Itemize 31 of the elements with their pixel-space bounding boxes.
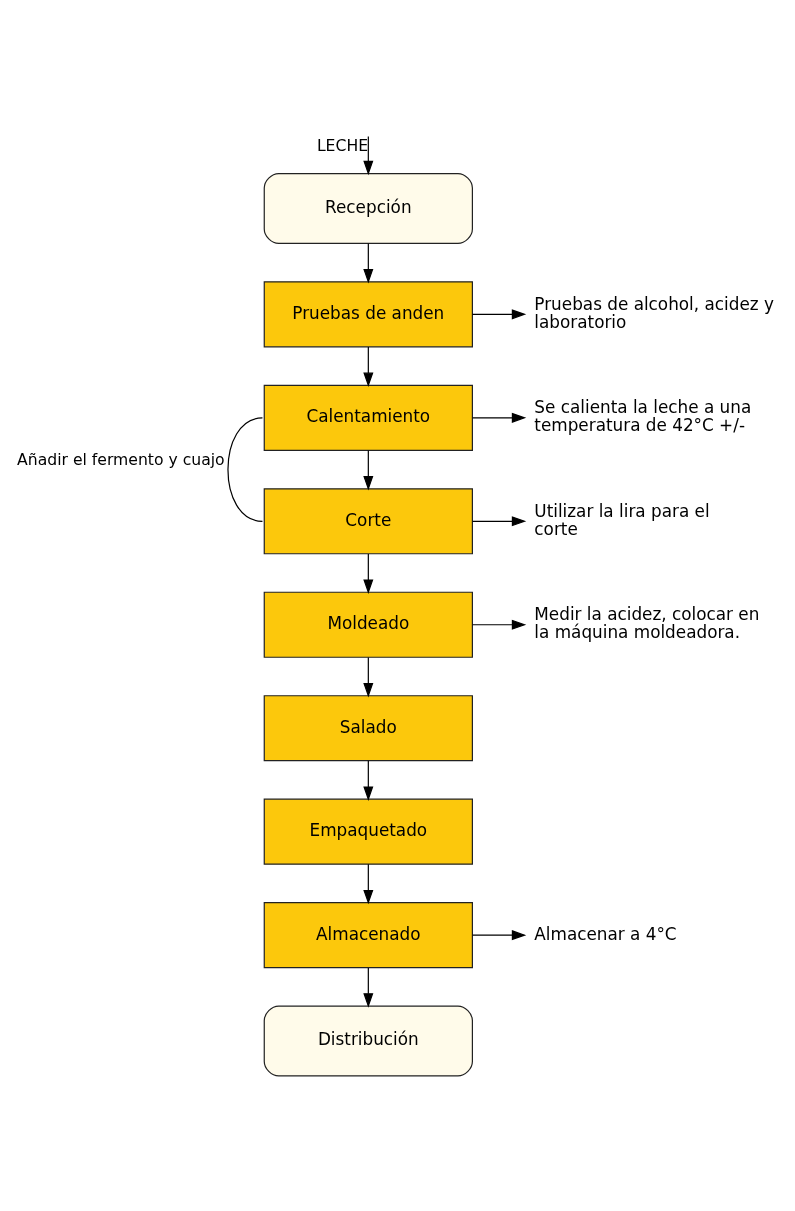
arrow [471, 309, 526, 320]
node-box: Moldeado [263, 591, 473, 658]
node-box: Recepción [263, 173, 473, 244]
arrow [471, 412, 526, 423]
node-box: Pruebas de anden [263, 281, 473, 348]
arrow [362, 135, 373, 176]
arrow [362, 346, 373, 388]
node-box: Corte [263, 488, 473, 555]
node-text: Medir la acidez, colocar en la máquina moldeadora. [533, 604, 759, 643]
arrow [362, 242, 373, 284]
node-text: Pruebas de alcohol, acidez y laboratorio [533, 293, 774, 332]
node-text: Se calienta la leche a una temperatura de 42°C +/- [533, 397, 751, 436]
node-box: Calentamiento [263, 384, 473, 451]
edge-label: Añadir el fermento y cuajo [16, 450, 225, 470]
arrow [362, 553, 373, 594]
arrow [362, 760, 373, 801]
node-box: Distribución [263, 1005, 473, 1077]
node-text: Utilizar la lira para el corte [533, 500, 710, 539]
arrow [471, 930, 526, 941]
node-box: Almacenado [263, 902, 473, 969]
node-box: Salado [263, 695, 473, 762]
arrow [362, 656, 373, 698]
connector [226, 417, 263, 522]
arrow [362, 967, 373, 1008]
node-text: Almacenar a 4°C [533, 923, 677, 944]
arrow [362, 449, 373, 491]
arrow [362, 863, 373, 905]
arrow [471, 619, 526, 630]
edge-label: LECHE [316, 135, 368, 155]
arrow [471, 516, 526, 527]
node-box: Empaquetado [263, 798, 473, 865]
